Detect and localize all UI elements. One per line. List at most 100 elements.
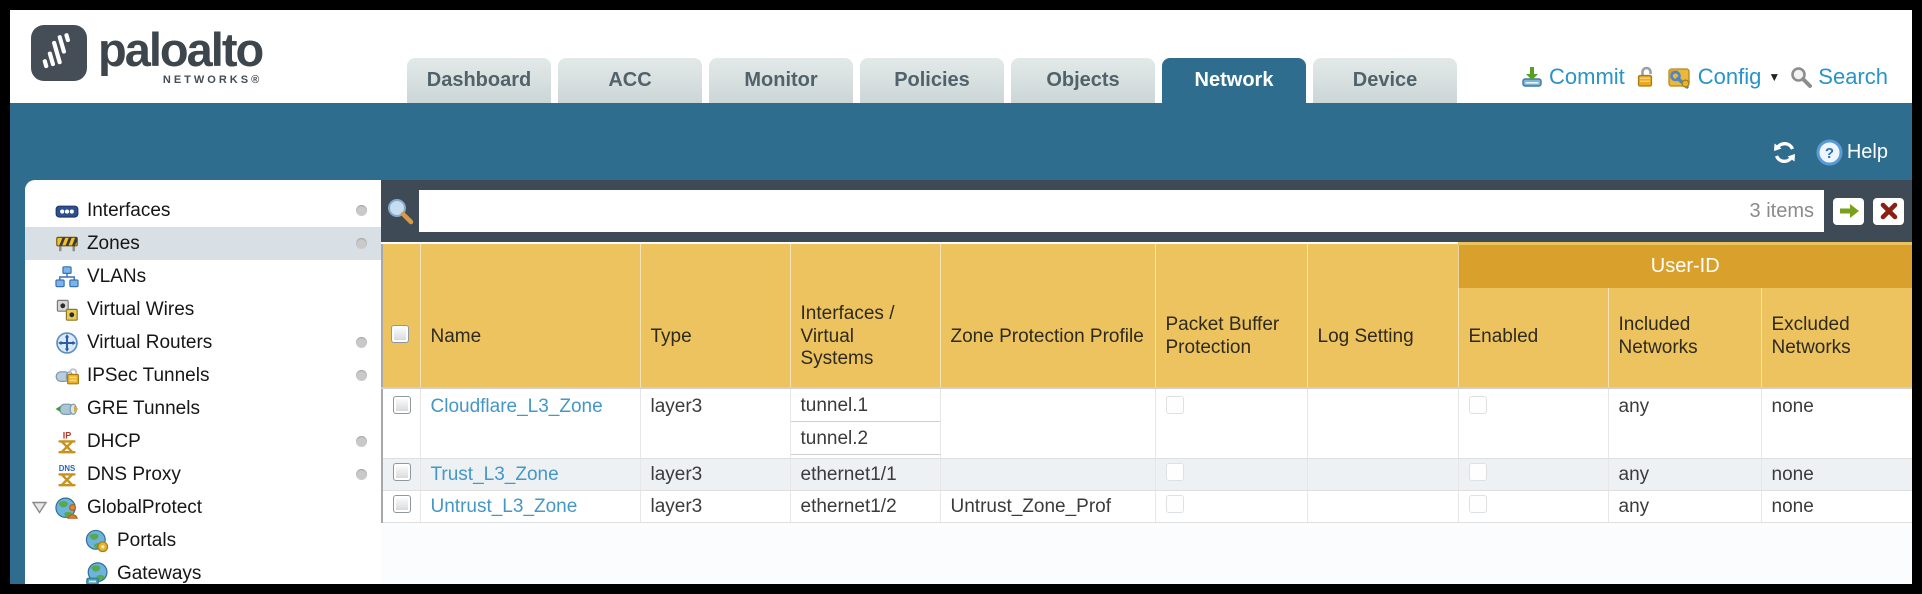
row-checkbox[interactable] xyxy=(393,395,411,414)
column-header-interfaces[interactable]: Interfaces / Virtual Systems xyxy=(790,243,941,389)
column-header-log-setting[interactable]: Log Setting xyxy=(1307,243,1459,389)
tab-policies[interactable]: Policies xyxy=(860,58,1004,103)
sidebar-item-interfaces[interactable]: Interfaces xyxy=(25,194,381,227)
pbp-checkbox[interactable] xyxy=(1165,395,1184,414)
select-all-checkbox[interactable] xyxy=(391,324,409,343)
clear-filter-button[interactable] xyxy=(1873,197,1904,225)
zones-icon xyxy=(56,236,78,251)
enabled-checkbox[interactable] xyxy=(1468,395,1487,414)
sidebar-item-virtual-routers[interactable]: Virtual Routers xyxy=(25,326,381,359)
config-menu[interactable]: Config ▼ xyxy=(1667,64,1780,90)
apply-filter-button[interactable] xyxy=(1833,197,1864,225)
enabled-checkbox[interactable] xyxy=(1468,462,1487,481)
column-header-type[interactable]: Type xyxy=(640,243,791,389)
commit-label: Commit xyxy=(1549,64,1625,89)
column-header-excluded-networks[interactable]: Excluded Networks xyxy=(1761,287,1912,389)
help-button[interactable]: ? Help xyxy=(1816,139,1888,166)
status-dot xyxy=(356,436,367,447)
row-select-cell xyxy=(382,490,421,523)
sidebar-item-vlans[interactable]: VLANs xyxy=(25,260,381,293)
sidebar-item-label: Gateways xyxy=(116,562,202,584)
excluded-networks-cell: none xyxy=(1761,387,1912,459)
expand-triangle-icon[interactable] xyxy=(31,500,48,515)
gateways-icon xyxy=(86,561,108,584)
sidebar-item-dhcp[interactable]: IP DHCP xyxy=(25,425,381,458)
tab-device[interactable]: Device xyxy=(1313,58,1457,103)
sidebar-item-virtual-wires[interactable]: Virtual Wires xyxy=(25,293,381,326)
status-dot xyxy=(356,238,367,249)
tab-objects[interactable]: Objects xyxy=(1011,58,1155,103)
sidebar-item-label: DNS Proxy xyxy=(86,463,181,485)
user-id-enabled-cell xyxy=(1458,458,1609,491)
zone-name-link[interactable]: Cloudflare_L3_Zone xyxy=(430,395,603,417)
sidebar-item-gateways[interactable]: Gateways xyxy=(25,557,381,584)
sidebar-item-globalprotect[interactable]: GlobalProtect xyxy=(25,491,381,524)
sidebar-item-zones[interactable]: Zones xyxy=(24,227,381,260)
top-header: paloalto NETWORKS® Dashboard ACC Monitor… xyxy=(10,10,1912,103)
sidebar-item-label: IPSec Tunnels xyxy=(86,364,210,386)
svg-text:DNS: DNS xyxy=(59,463,75,472)
help-icon: ? xyxy=(1816,139,1843,166)
sidebar-item-dns-proxy[interactable]: DNS DNS Proxy xyxy=(25,458,381,491)
page-toolbar: ? Help xyxy=(10,103,1912,180)
filter-search-icon xyxy=(388,199,414,225)
sidebar-item-label: Virtual Routers xyxy=(86,331,213,353)
virtual-routers-icon xyxy=(56,331,78,354)
zone-name-link[interactable]: Trust_L3_Zone xyxy=(430,463,559,485)
tab-dashboard[interactable]: Dashboard xyxy=(407,58,551,103)
column-header-packet-buffer-protection[interactable]: Packet Buffer Protection xyxy=(1155,243,1308,389)
pbp-checkbox[interactable] xyxy=(1165,494,1184,513)
status-dot xyxy=(356,205,367,216)
packet-buffer-protection-cell xyxy=(1155,387,1308,459)
dhcp-icon: IP xyxy=(58,430,76,453)
search-label: Search xyxy=(1818,64,1888,89)
column-group-user-id: User-ID xyxy=(1458,242,1912,288)
zone-type-cell: layer3 xyxy=(640,458,791,491)
sidebar-item-gre-tunnels[interactable]: GRE Tunnels xyxy=(25,392,381,425)
search-button[interactable]: Search xyxy=(1789,64,1888,90)
sidebar-item-label: VLANs xyxy=(86,265,147,287)
chevron-down-icon: ▼ xyxy=(1768,70,1781,84)
svg-text:?: ? xyxy=(1825,145,1834,162)
sidebar-item-ipsec-tunnels[interactable]: IPSec Tunnels xyxy=(25,359,381,392)
tab-acc[interactable]: ACC xyxy=(558,58,702,103)
green-arrow-icon xyxy=(1839,204,1859,218)
commit-button[interactable]: Commit xyxy=(1520,64,1625,90)
zone-name-link[interactable]: Untrust_L3_Zone xyxy=(430,495,578,517)
row-select-cell xyxy=(382,387,421,459)
pbp-checkbox[interactable] xyxy=(1165,462,1184,481)
user-id-enabled-cell xyxy=(1458,387,1609,459)
zone-protection-profile-cell: Untrust_Zone_Prof xyxy=(940,490,1156,523)
filter-bar: 3 items xyxy=(381,180,1912,242)
lock-icon[interactable] xyxy=(1634,65,1658,89)
zone-name-cell: Untrust_L3_Zone xyxy=(420,490,641,523)
row-checkbox[interactable] xyxy=(393,494,411,513)
column-header-zone-protection-profile[interactable]: Zone Protection Profile xyxy=(940,243,1156,389)
search-icon xyxy=(1791,67,1813,88)
log-setting-cell xyxy=(1307,490,1459,523)
column-header-included-networks[interactable]: Included Networks xyxy=(1608,287,1762,389)
column-header-name[interactable]: Name xyxy=(420,243,641,389)
zone-protection-profile-cell xyxy=(940,458,1156,491)
refresh-icon[interactable] xyxy=(1771,139,1798,166)
zone-type-cell: layer3 xyxy=(640,490,791,523)
zone-protection-profile-cell xyxy=(940,387,1156,459)
filter-search-input[interactable] xyxy=(419,190,1750,232)
items-count: 3 items xyxy=(1749,199,1814,222)
left-edge-stripe xyxy=(10,180,25,584)
paloalto-logo-icon xyxy=(31,25,87,81)
svg-text:IP: IP xyxy=(63,430,72,440)
tab-network[interactable]: Network xyxy=(1162,58,1306,103)
close-icon xyxy=(1880,202,1897,220)
row-checkbox[interactable] xyxy=(393,462,411,481)
included-networks-cell: any xyxy=(1608,387,1762,459)
content-area: Interfaces Zones xyxy=(10,180,1912,584)
sidebar-item-portals[interactable]: Portals xyxy=(25,524,381,557)
zone-interfaces-cell: ethernet1/2 xyxy=(790,490,941,523)
status-dot xyxy=(356,337,367,348)
column-header-enabled[interactable]: Enabled xyxy=(1458,287,1609,389)
enabled-checkbox[interactable] xyxy=(1468,494,1487,513)
tab-monitor[interactable]: Monitor xyxy=(709,58,853,103)
commit-icon xyxy=(1522,67,1542,87)
